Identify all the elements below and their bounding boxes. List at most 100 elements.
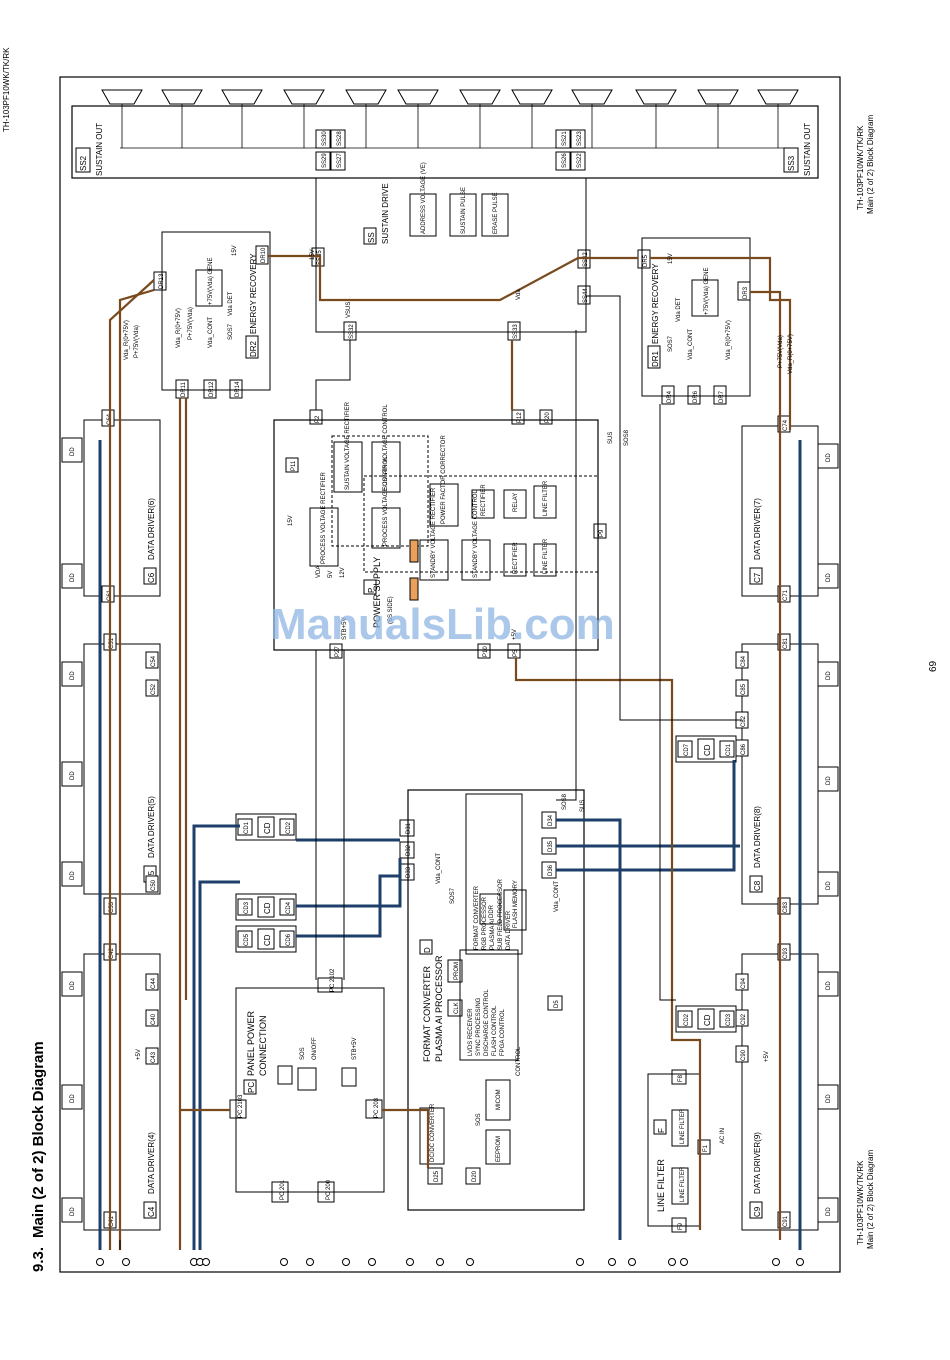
dr1-sos7: SOS7 (668, 335, 674, 352)
dr1-name: ENERGY RECOVERY (651, 263, 660, 344)
data-driver-name-c4: DATA DRIVER(4) (147, 1132, 156, 1194)
dd-chip (61, 1084, 83, 1110)
pulse-transformer-2 (161, 89, 203, 105)
terminal-12 (466, 1258, 474, 1266)
wire-vda-r-right: Vda_R(0+75V) (788, 334, 794, 374)
d-tag: D (423, 947, 432, 953)
dd-chip-label: DD (826, 1207, 832, 1216)
d-format-converter-block: FORMAT CONVERTER RGB PROCESSOR PLASMA AI… (399, 789, 585, 1211)
volt-stb5v: STB+5V (342, 617, 348, 640)
cd-tag: CD (703, 744, 712, 756)
conn-ss21: SS21 (562, 131, 568, 146)
f-lf2: LINE FILTER (680, 1166, 686, 1202)
cd-tag-box (697, 738, 715, 760)
cd-conn-left-label: CD3 (244, 901, 250, 914)
ss-connectors-left: SS30 SS28 SS29 SS27 (315, 129, 346, 171)
cd-conn-right-label: CD1 (726, 743, 732, 756)
volt-15v-dr2: 15V (232, 245, 238, 256)
conn-d31: D31 (406, 822, 412, 834)
data-driver-name-c6: DATA DRIVER(6) (147, 498, 156, 560)
conn-pc2103: PC 2103 (238, 1094, 244, 1118)
wire-sus-label: SUS (608, 432, 614, 444)
cd-tag: CD (703, 1014, 712, 1026)
terminal-13 (576, 1258, 584, 1266)
terminal-9 (368, 1258, 376, 1266)
connector-label-C86: C86 (741, 743, 747, 755)
terminal-10 (406, 1258, 414, 1266)
conn-pc2102: PC 2102 (330, 968, 336, 992)
d-flash: FLASH MEMORY (513, 880, 519, 928)
cd-conn-left (237, 898, 253, 916)
d-rgb: RGB PROCESSOR (482, 896, 488, 950)
f-lf1: LINE FILTER (680, 1108, 686, 1144)
cd-frame (675, 735, 737, 763)
pulse-transformer-11 (697, 89, 739, 105)
pulse-transformer-5 (345, 89, 387, 105)
dd-chip (61, 563, 83, 589)
dr2-vda-det: Vda DET (228, 291, 234, 316)
pulse-transformer-10 (635, 89, 677, 105)
dr2-p75: P+75V(Vda) (188, 307, 194, 340)
d-lvds: LVDS RECEIVER (468, 1008, 474, 1056)
dd-chip (817, 766, 839, 792)
ss3-block: SS3 SUSTAIN OUT (783, 123, 812, 176)
conn-ss44: SS44 (583, 288, 589, 303)
d-clk: CLK (454, 1002, 460, 1014)
cd-conn-right (719, 1010, 735, 1028)
cd-conn-left (677, 1010, 693, 1028)
watermark: ManualsLib.com (270, 600, 615, 649)
p-name: POWER SUPPLY (372, 557, 382, 628)
conn-d25: D25 (434, 1170, 440, 1182)
ss2-tag: SS2 (79, 155, 88, 171)
dd-chip-label: DD (826, 881, 832, 890)
p-relay: RELAY (513, 493, 519, 512)
data-driver-name-c9: DATA DRIVER(9) (753, 1132, 762, 1194)
connector-label-C53: C53 (109, 901, 115, 913)
terminal-15 (628, 1258, 636, 1266)
cd-frame (675, 1005, 737, 1033)
p-proc-ctrl: PROCESS VOLTAGE CONTROL (383, 456, 389, 546)
connector-label-C42: C42 (109, 947, 115, 959)
dd-chip (61, 761, 83, 787)
p-tag: P (367, 588, 376, 593)
ss2-block: SS2 SUSTAIN OUT (75, 123, 104, 176)
conn-ss23: SS23 (577, 131, 583, 146)
conn-dr4: DR4 (667, 390, 673, 403)
pulse-transformer-1 (101, 89, 143, 105)
conn-dr12: DR12 (209, 381, 215, 397)
volt-15v-ss: 15V (310, 249, 316, 260)
dd-chip-label: DD (70, 771, 76, 780)
dr2-name: ENERGY RECOVERY (249, 253, 258, 334)
p-pfc: POWER FACTOR CORRECTOR (441, 435, 447, 524)
terminal-16 (668, 1258, 676, 1266)
f-line-filter-block: F LINE FILTER LINE FILTER LINE FILTER AC… (647, 1069, 726, 1233)
conn-pc200: PC 200 (326, 1179, 332, 1200)
connector-C54 (145, 651, 159, 669)
wire-sus-d-label: SUS (580, 800, 586, 812)
conn-f9: F9 (678, 1222, 684, 1230)
connector-label-C74: C74 (783, 419, 789, 431)
p-lf1: LINE FILTER (543, 480, 549, 516)
dr2-gene: +75V(Vda) GENE (208, 257, 214, 305)
connector-label-C51: C51 (109, 637, 115, 649)
p-sus-ctrl: SUSTAIN VOLTAGE CONTROL (383, 404, 389, 490)
conn-d36: D36 (548, 864, 554, 876)
volt-vsus: VSUS (346, 302, 352, 318)
ss3-tag: SS3 (787, 155, 796, 171)
volt-vda-ss: Vda (516, 289, 522, 300)
p-volt-15v: 15V (288, 515, 294, 526)
d-control: CONTROL (516, 1046, 522, 1076)
dd-chip-label: DD (70, 1207, 76, 1216)
data-driver-tag-box-c4 (143, 1201, 157, 1219)
pc-tag: PC (247, 1082, 256, 1093)
dr2-tag: DR2 (249, 340, 258, 357)
connector-C50 (145, 875, 159, 893)
bus-right-3 (556, 760, 736, 872)
p-power-supply-block: SUSTAIN VOLTAGE RECTIFIER SUSTAIN VOLTAG… (273, 401, 607, 659)
dr1-gene: +75V(Vda) GENE (704, 267, 710, 315)
